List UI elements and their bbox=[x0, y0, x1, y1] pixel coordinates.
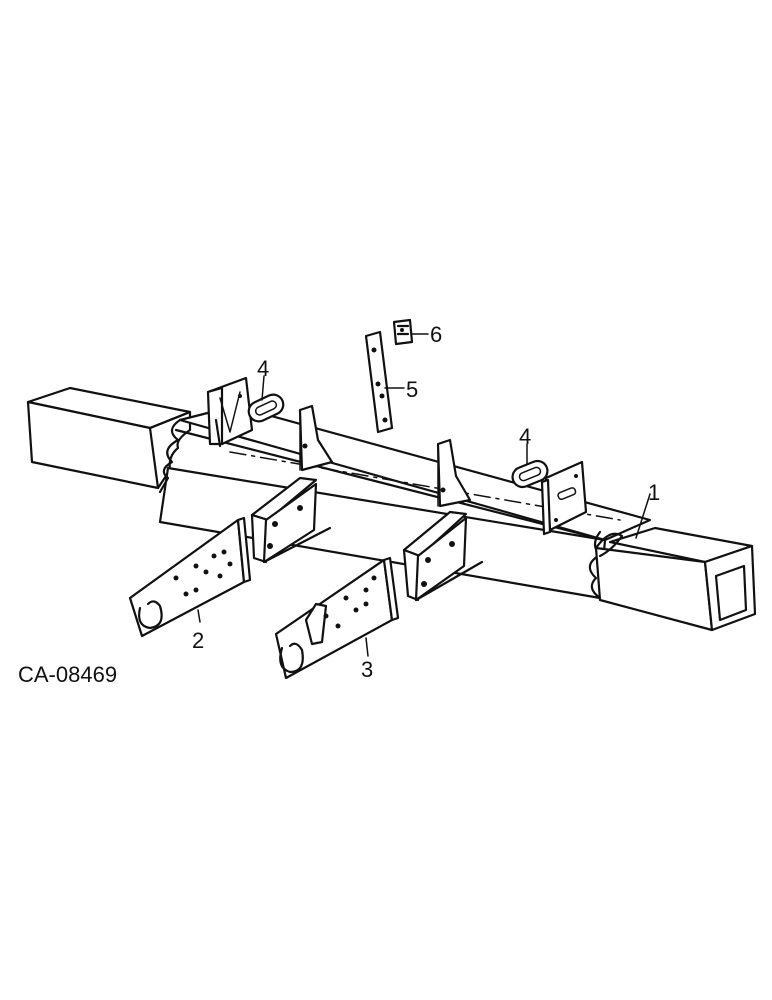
frame-tube-right-end bbox=[594, 526, 757, 632]
leader-2 bbox=[197, 609, 201, 623]
leader-lines bbox=[197, 333, 651, 657]
callouts: 1 2 3 4 4 5 6 bbox=[192, 322, 660, 682]
frame-tube bbox=[26, 386, 757, 632]
clamp-bracket-right bbox=[402, 510, 484, 602]
slot-plate-right bbox=[511, 459, 549, 489]
gusset-upright-left bbox=[298, 404, 334, 472]
figure-id-label: CA-08469 bbox=[18, 662, 117, 687]
mount-plate-right bbox=[540, 460, 588, 536]
callout-4-right: 4 bbox=[519, 424, 531, 449]
frame-tube-left-end bbox=[26, 386, 192, 490]
callout-1: 1 bbox=[648, 480, 660, 505]
clamp-bracket-left bbox=[250, 476, 332, 564]
callout-5: 5 bbox=[406, 377, 418, 402]
callout-4-left: 4 bbox=[257, 356, 269, 381]
leader-4a bbox=[261, 375, 265, 401]
gusset-upright-right bbox=[436, 438, 472, 508]
loose-bracket-3 bbox=[274, 556, 400, 680]
callout-2: 2 bbox=[192, 628, 204, 653]
callout-3: 3 bbox=[361, 657, 373, 682]
strap bbox=[364, 330, 394, 434]
leader-1 bbox=[635, 493, 651, 539]
clip bbox=[392, 318, 414, 346]
slot-plate-left bbox=[247, 393, 285, 423]
loose-bracket-2 bbox=[128, 516, 252, 638]
callout-6: 6 bbox=[430, 322, 442, 347]
mount-plate-left bbox=[206, 376, 254, 448]
leader-3 bbox=[365, 637, 369, 657]
